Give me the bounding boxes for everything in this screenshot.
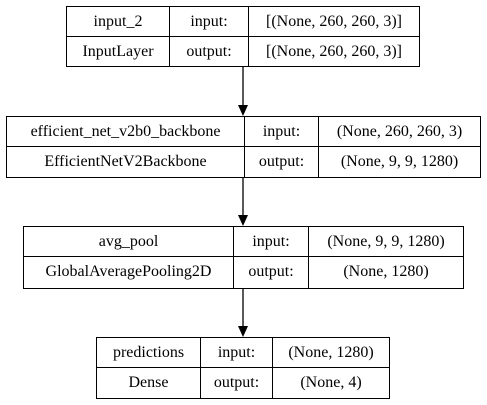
divider <box>7 146 480 147</box>
layer-type: InputLayer <box>82 43 154 60</box>
output-label: output: <box>213 374 260 391</box>
layer-node-predictions: predictions input: (None, 1280) Dense ou… <box>96 337 390 399</box>
divider <box>67 36 419 37</box>
divider <box>97 367 389 368</box>
input-shape: [(None, 260, 260, 3)] <box>266 13 402 30</box>
input-shape: (None, 9, 9, 1280) <box>327 233 445 250</box>
output-label: output: <box>186 43 232 60</box>
layer-node-efficient_net_v2b0_backbone: efficient_net_v2b0_backbone input: (None… <box>6 116 481 178</box>
divider <box>318 117 319 177</box>
output-label: output: <box>258 153 305 170</box>
layer-node-input_2: input_2 input: [(None, 260, 260, 3)] Inp… <box>66 6 420 67</box>
edge-input-to-backbone <box>238 67 248 116</box>
output-shape: (None, 9, 9, 1280) <box>340 153 459 170</box>
output-shape: [(None, 260, 260, 3)] <box>266 43 402 60</box>
input-shape: (None, 1280) <box>288 344 374 361</box>
input-label: input: <box>252 233 290 250</box>
input-label: input: <box>190 13 228 30</box>
layer-type: Dense <box>128 374 169 391</box>
input-label: input: <box>262 123 301 140</box>
divider <box>244 117 245 177</box>
layer-type: EfficientNetV2Backbone <box>44 153 207 170</box>
output-shape: (None, 1280) <box>343 263 429 280</box>
layer-node-avg_pool: avg_pool input: (None, 9, 9, 1280) Globa… <box>23 226 464 289</box>
divider <box>233 227 234 288</box>
divider <box>200 338 201 398</box>
layer-name: avg_pool <box>98 233 159 250</box>
layer-name: predictions <box>112 344 185 361</box>
edge-backbone-to-avgpool <box>238 178 248 226</box>
edge-avgpool-to-predictions <box>238 289 248 337</box>
layer-name: input_2 <box>93 13 143 30</box>
divider <box>24 256 463 257</box>
divider <box>272 338 273 398</box>
output-shape: (None, 4) <box>300 374 362 391</box>
input-shape: (None, 260, 260, 3) <box>336 123 463 140</box>
layer-name: efficient_net_v2b0_backbone <box>30 123 221 140</box>
output-label: output: <box>248 263 294 280</box>
divider <box>308 227 309 288</box>
layer-type: GlobalAveragePooling2D <box>45 263 212 280</box>
input-label: input: <box>217 344 256 361</box>
